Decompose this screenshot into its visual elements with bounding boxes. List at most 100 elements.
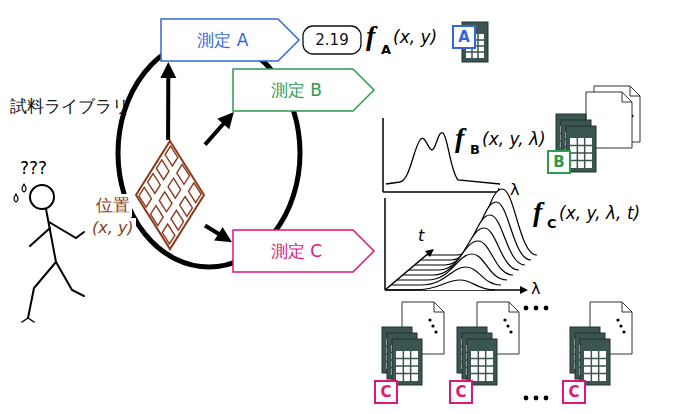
value-box: 2.19 [302, 25, 362, 55]
ellipsis-dot [428, 318, 431, 321]
position-label: 位置 [94, 194, 132, 217]
position-label: (x, y) [90, 218, 136, 237]
argument-list: (x, y) [393, 27, 437, 47]
page-fold [509, 302, 519, 312]
sample-cell [159, 192, 172, 212]
sheet-body [580, 339, 610, 385]
function-symbol: f [455, 122, 464, 154]
arrow-head [160, 62, 176, 78]
spectrum-curve [391, 267, 501, 285]
connector-line [166, 76, 170, 140]
spreadsheet-icon [392, 339, 422, 385]
ellipsis-dot [524, 396, 529, 401]
ellipsis-dot [544, 396, 549, 401]
spreadsheet-icon [467, 339, 497, 385]
axis-label: λ [531, 279, 540, 298]
node-shape [135, 140, 205, 250]
grid-line [584, 373, 606, 375]
spreadsheet-icon [580, 339, 610, 385]
rounded-box [303, 26, 361, 54]
confusion-mark: ??? [20, 158, 47, 178]
connector-line [205, 123, 225, 145]
sample-cell [139, 187, 152, 207]
argument-list: (x, y, λ) [482, 129, 546, 149]
connector-line [205, 226, 220, 235]
person-figure [14, 184, 84, 322]
sample-cell [151, 206, 164, 226]
grid-line [471, 365, 493, 367]
function-symbol: f [366, 20, 375, 52]
measurement-label: 測定 B [271, 79, 322, 102]
sheet-grid [396, 351, 418, 381]
measurement-box: 測定 B [232, 68, 375, 112]
file-icons [382, 22, 640, 400]
spectrum-curve [385, 280, 495, 290]
measurement-label: 測定 A [197, 29, 248, 52]
connector-arrow [205, 226, 232, 243]
ellipsis-dot [506, 324, 509, 327]
grid-line [396, 373, 418, 375]
sample-cell [177, 164, 190, 184]
grid-line [570, 152, 592, 154]
arrow-pentagon [233, 69, 374, 111]
file-badge: C [562, 380, 586, 404]
grid-line [570, 145, 592, 147]
function-symbol: f [533, 196, 542, 228]
arrow-pentagon [161, 19, 299, 61]
sample-cell [162, 224, 175, 244]
subscript: A [381, 42, 391, 57]
sample-cell [165, 146, 178, 166]
axis-label: t [418, 226, 424, 245]
ellipsis-dot [544, 306, 549, 311]
grid-line [584, 365, 606, 367]
library-outline [136, 141, 204, 249]
ellipsis-dot [622, 330, 625, 333]
ellipsis-dot [503, 318, 506, 321]
file-badge: C [449, 380, 473, 404]
ellipsis-dot [619, 324, 622, 327]
arrow-pentagon [233, 230, 374, 272]
sample-cell [180, 197, 193, 217]
sheet-grid [570, 138, 592, 168]
argument-list: (x, y, λ, t) [559, 203, 640, 223]
grid-line [584, 358, 606, 360]
connector-arrow [160, 62, 176, 140]
file-badge: A [452, 25, 476, 49]
measurement-box: 測定 C [232, 229, 375, 273]
sample-cell [168, 178, 181, 198]
library-label: 試料ライブラリ [10, 95, 129, 118]
measurement-label: 測定 C [271, 240, 322, 263]
ellipsis-dot [431, 324, 434, 327]
ellipsis-dot [509, 330, 512, 333]
grid-line [471, 358, 493, 360]
sample-cell [189, 183, 202, 203]
value-text: 2.19 [315, 31, 348, 49]
file-badge: B [547, 150, 571, 174]
axis-label: λ [510, 180, 519, 199]
measurement-box: 測定 A [160, 18, 300, 62]
page-fold [622, 302, 632, 312]
ellipsis-dot [434, 330, 437, 333]
sample-library: 試料ライブラリ [135, 140, 205, 250]
sheet-body [467, 339, 497, 385]
ellipsis-dot [534, 306, 539, 311]
page-fold [434, 302, 444, 312]
sample-cell [171, 210, 184, 230]
ellipsis-dot [534, 396, 539, 401]
sample-cell [156, 160, 169, 180]
grid-line [396, 365, 418, 367]
time-resolved-graph [385, 189, 537, 294]
ellipsis-dot [616, 318, 619, 321]
page-fold [630, 86, 640, 96]
sheet-grid [471, 351, 493, 381]
sample-cell [148, 174, 161, 194]
sheet-body [392, 339, 422, 385]
sheet-grid [584, 351, 606, 381]
subscript: C [547, 216, 557, 231]
connector-arrow [205, 112, 234, 145]
ellipsis-dot [524, 306, 529, 311]
grid-line [466, 51, 484, 53]
grid-line [570, 160, 592, 162]
grid-line [396, 358, 418, 360]
